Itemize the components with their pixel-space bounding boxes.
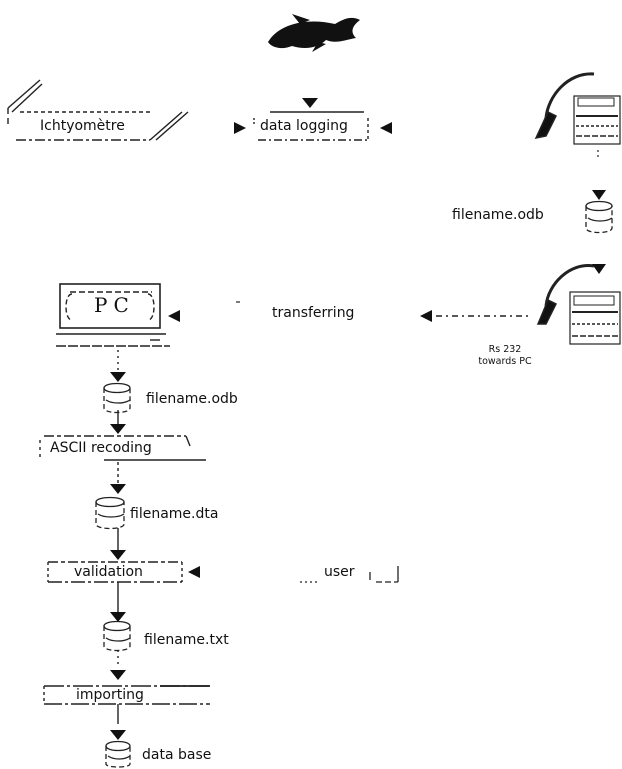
importing-box: [43, 685, 210, 705]
filename-odb-top-label: filename.odb: [452, 207, 544, 223]
arrow-icon: [110, 424, 126, 434]
importing-label: importing: [76, 687, 144, 703]
transferring-label: transferring: [272, 305, 355, 321]
filename-odb-label: filename.odb: [146, 391, 238, 407]
database-icon: [585, 200, 613, 234]
database-icon: [103, 382, 131, 414]
user-box: [300, 566, 399, 583]
user-label: user: [324, 564, 355, 580]
validation-label: validation: [74, 564, 143, 580]
probe-device-icon: [536, 264, 621, 345]
ichtyometre-box: [7, 79, 189, 141]
probe-device-icon: [534, 72, 621, 145]
arrow-icon: [110, 730, 126, 740]
rs232-label: Rs 232 towards PC: [470, 344, 540, 368]
rs232-line-2: towards PC: [478, 355, 532, 367]
pc-label: PC: [94, 293, 135, 317]
fish-icon: [268, 14, 360, 52]
validation-box: [47, 561, 183, 583]
arrow-icon: [592, 190, 606, 200]
data-base-label: data base: [142, 747, 212, 763]
arrow-icon: [110, 484, 126, 494]
arrow-icon: [302, 98, 318, 108]
arrow-icon: [110, 612, 126, 622]
rs232-line-1: Rs 232: [488, 344, 522, 355]
arrow-icon: [168, 310, 180, 322]
ascii-recoding-box: [39, 435, 206, 461]
arrow-icon: [420, 310, 432, 322]
database-icon: [103, 620, 131, 652]
arrow-icon: [234, 122, 246, 134]
arrow-icon: [110, 372, 126, 382]
computer-icon: [56, 283, 170, 347]
database-icon: [105, 740, 131, 768]
ichtyometre-label: Ichtyomètre: [40, 118, 125, 134]
ascii-recoding-label: ASCII recoding: [50, 440, 152, 456]
arrow-icon: [110, 550, 126, 560]
arrow-icon: [592, 264, 606, 274]
arrow-icon: [188, 566, 200, 578]
data-logging-label: data logging: [260, 118, 348, 134]
database-icon: [95, 496, 125, 530]
arrow-icon: [110, 670, 126, 680]
data-logging-box: [253, 111, 370, 141]
arrow-icon: [380, 122, 392, 134]
filename-txt-label: filename.txt: [144, 632, 229, 648]
filename-dta-label: filename.dta: [130, 506, 219, 522]
